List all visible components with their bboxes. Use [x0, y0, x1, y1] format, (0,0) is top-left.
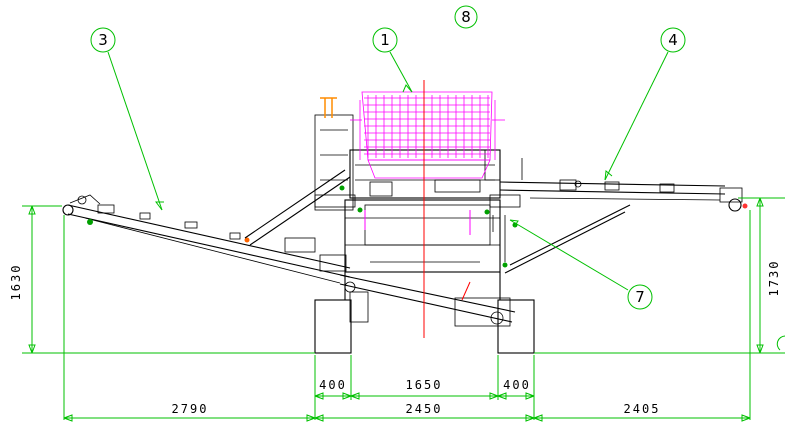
support-blocks: [314, 299, 535, 354]
callouts: 1 3 4 7 8: [90, 5, 686, 310]
callout-7-label: 7: [635, 288, 645, 306]
hopper-screen: [350, 91, 505, 179]
callout-7-circle: [627, 284, 653, 310]
callout-4-circle: [660, 27, 686, 53]
callout-1-label: 1: [380, 31, 390, 49]
main-chassis: [314, 97, 521, 300]
callout-3-label: 3: [98, 31, 108, 49]
callout-8-label: 8: [461, 8, 471, 26]
dim-center-width: 1650: [406, 378, 443, 392]
dimension-labels: 1630 1730 400 1650 400 2790 2450 2405: [9, 260, 781, 416]
callout-8-circle: [454, 5, 478, 29]
callout-1-circle: [372, 27, 398, 53]
dimension-lines: [22, 197, 785, 422]
dim-center-span: 2450: [406, 402, 443, 416]
callout-3-circle: [90, 27, 116, 53]
dim-support-left: 400: [319, 378, 347, 392]
callout-4-label: 4: [668, 31, 678, 49]
dim-right-height: 1730: [767, 260, 781, 297]
left-conveyor: [62, 194, 351, 284]
lower-conveyor: [339, 274, 516, 327]
right-conveyor: [499, 158, 748, 212]
dim-right-span: 2405: [624, 402, 661, 416]
dim-left-span: 2790: [172, 402, 209, 416]
dim-left-height: 1630: [9, 264, 23, 301]
dim-support-right: 400: [503, 378, 531, 392]
